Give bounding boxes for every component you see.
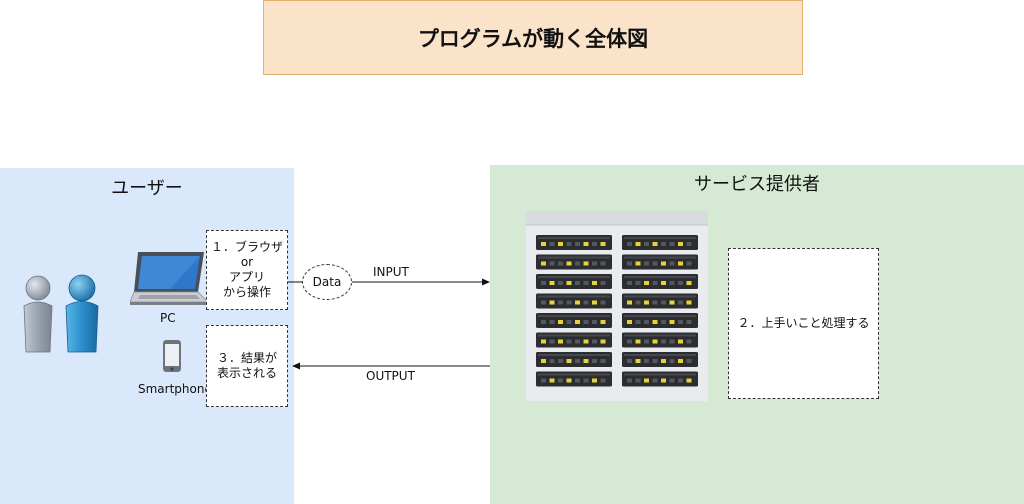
server-unit [622, 332, 698, 348]
server-rack-icon [526, 211, 708, 401]
server-unit [622, 371, 698, 387]
server-unit [536, 313, 612, 328]
laptop-icon [130, 252, 209, 305]
output-label: OUTPUT [366, 369, 415, 383]
server-unit [536, 371, 612, 387]
server-unit [536, 235, 612, 250]
step2-note: ２．上手いこと処理する [728, 248, 879, 399]
server-unit [536, 352, 612, 367]
step3-note: ３．結果が 表示される [206, 325, 288, 407]
server-unit [536, 274, 612, 289]
server-unit [536, 332, 612, 348]
server-unit [622, 235, 698, 250]
server-unit [622, 254, 698, 270]
smartphone-icon [163, 340, 181, 372]
server-unit [622, 352, 698, 367]
user-panel-title: ユーザー [111, 178, 183, 199]
step1-note: １．ブラウザ or アプリ から操作 [206, 230, 288, 310]
server-unit [536, 254, 612, 270]
pc-label: PC [160, 311, 176, 325]
provider-panel-title: サービス提供者 [694, 174, 820, 195]
output-arrowhead [292, 362, 300, 370]
input-arrowhead [482, 278, 490, 286]
input-label: INPUT [373, 265, 409, 279]
server-unit [622, 293, 698, 309]
server-unit [622, 313, 698, 328]
server-unit [536, 293, 612, 309]
users-icon [23, 274, 99, 353]
page-title: プログラムが動く全体図 [263, 0, 803, 75]
data-ellipse: Data [302, 264, 352, 300]
smartphone-label: Smartphone [138, 382, 212, 396]
server-unit [622, 274, 698, 289]
